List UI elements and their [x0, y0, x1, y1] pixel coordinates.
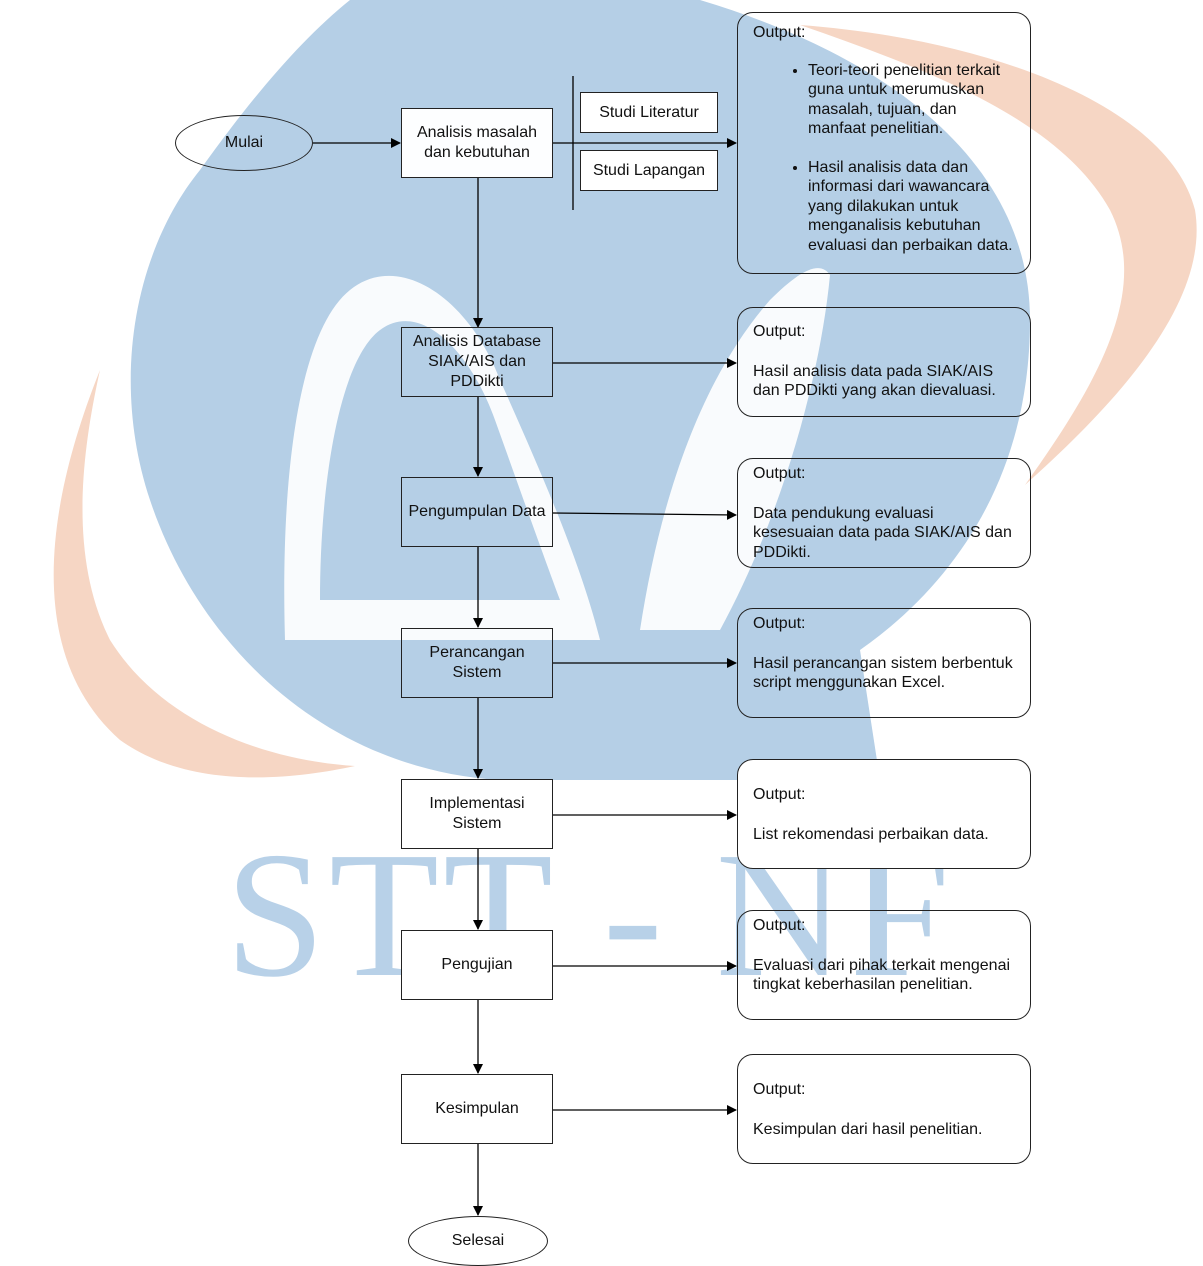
output-label: Output:	[753, 24, 806, 41]
output-implementasi-sistem-text: List rekomendasi perbaikan data.	[753, 825, 989, 843]
output-label: Output:	[753, 323, 806, 340]
implementasi-sistem-label: Implementasi Sistem	[429, 795, 525, 832]
end-node-label: Selesai	[451, 1232, 505, 1249]
output-analisis-masalah-item-2: Hasil analisis data dan informasi dari w…	[808, 158, 1018, 256]
output-pengumpulan-data: Output: Data pendukung evaluasi kesesuai…	[737, 458, 1031, 568]
arrow-pengumpulan-to-output	[552, 509, 737, 520]
analisis-database-label: Analisis Database SIAK/AIS dan PDDikti	[412, 333, 542, 390]
output-kesimpulan: Output: Kesimpulan dari hasil penelitian…	[737, 1054, 1031, 1164]
output-label: Output:	[753, 465, 806, 482]
output-analisis-masalah-item-1: Teori-teori penelitian terkait guna untu…	[808, 61, 1018, 139]
studi-lapangan-node: Studi Lapangan	[580, 150, 718, 191]
output-label: Output:	[753, 786, 806, 803]
start-node-label: Mulai	[224, 134, 264, 151]
output-analisis-masalah: Output: Teori-teori penelitian terkait g…	[737, 12, 1031, 274]
kesimpulan-label: Kesimpulan	[435, 1100, 519, 1117]
output-analisis-database-text: Hasil analisis data pada SIAK/AIS dan PD…	[753, 362, 996, 400]
output-perancangan-sistem: Output: Hasil perancangan sistem berbent…	[737, 608, 1031, 718]
pengujian-label: Pengujian	[441, 956, 513, 973]
implementasi-sistem-node: Implementasi Sistem	[401, 779, 553, 849]
studi-lapangan-label: Studi Lapangan	[592, 161, 706, 179]
kesimpulan-node: Kesimpulan	[401, 1074, 553, 1144]
output-analisis-database: Output: Hasil analisis data pada SIAK/AI…	[737, 307, 1031, 417]
output-kesimpulan-text: Kesimpulan dari hasil penelitian.	[753, 1120, 983, 1138]
pengujian-node: Pengujian	[401, 930, 553, 1000]
analisis-masalah-label: Analisis masalah dan kebutuhan	[416, 124, 538, 161]
output-pengujian-text: Evaluasi dari pihak terkait mengenai tin…	[753, 956, 1011, 994]
watermark-swoosh-left	[53, 370, 356, 778]
analisis-masalah-node: Analisis masalah dan kebutuhan	[401, 108, 553, 178]
pengumpulan-data-node: Pengumpulan Data	[401, 477, 553, 547]
output-pengujian: Output: Evaluasi dari pihak terkait meng…	[737, 910, 1031, 1020]
watermark-cutout-inner	[320, 321, 560, 600]
output-label: Output:	[753, 615, 806, 632]
pengumpulan-data-label: Pengumpulan Data	[408, 503, 546, 520]
watermark-swoosh-right	[800, 25, 1197, 485]
analisis-database-node: Analisis Database SIAK/AIS dan PDDikti	[401, 327, 553, 397]
output-perancangan-sistem-text: Hasil perancangan sistem berbentuk scrip…	[753, 654, 1013, 692]
output-label: Output:	[753, 917, 806, 934]
studi-literatur-label: Studi Literatur	[599, 103, 699, 121]
end-node: Selesai	[408, 1216, 548, 1266]
output-implementasi-sistem: Output: List rekomendasi perbaikan data.	[737, 759, 1031, 869]
output-pengumpulan-data-text: Data pendukung evaluasi kesesuaian data …	[753, 504, 1012, 561]
perancangan-sistem-label: Perancangan Sistem	[429, 644, 525, 681]
output-label: Output:	[753, 1081, 806, 1098]
start-node: Mulai	[175, 115, 313, 171]
perancangan-sistem-node: Perancangan Sistem	[401, 628, 553, 698]
output-analisis-masalah-list: Teori-teori penelitian terkait guna untu…	[753, 61, 1018, 256]
studi-literatur-node: Studi Literatur	[580, 92, 718, 133]
watermark-cutout-right	[640, 268, 830, 630]
